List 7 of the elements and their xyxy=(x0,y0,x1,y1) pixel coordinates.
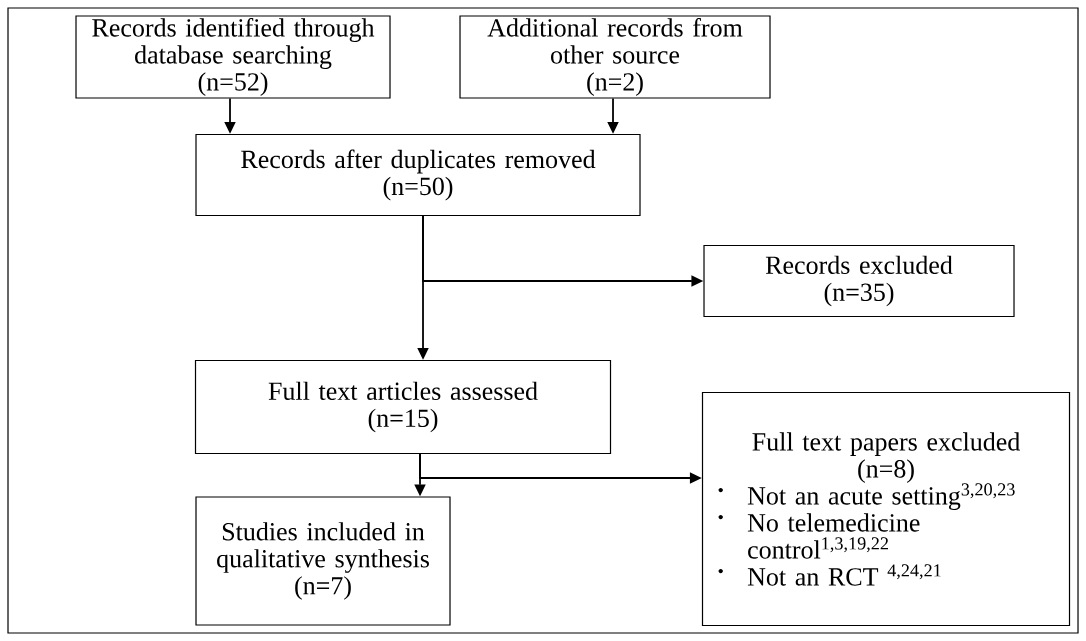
process-box: Additional records from other source (n=2) xyxy=(459,15,771,99)
process-box: Studies included in qualitative synthesis (n=7) xyxy=(195,496,451,626)
process-box: Full text articles assessed (n=15) xyxy=(194,359,612,455)
process-box: Records identified through database searching (n=52) xyxy=(75,15,391,99)
exclusion-box: Full text papers excluded (n=8) Not an acute setting$^{3,20,23}$ No telemedicine control$^{1,3,19,22}$ Not an RCT $^{4,24,21}$ xyxy=(701,391,1071,627)
process-box: Records after duplicates removed (n=50) xyxy=(195,133,641,217)
process-box: Records excluded (n=35) xyxy=(703,244,1015,318)
